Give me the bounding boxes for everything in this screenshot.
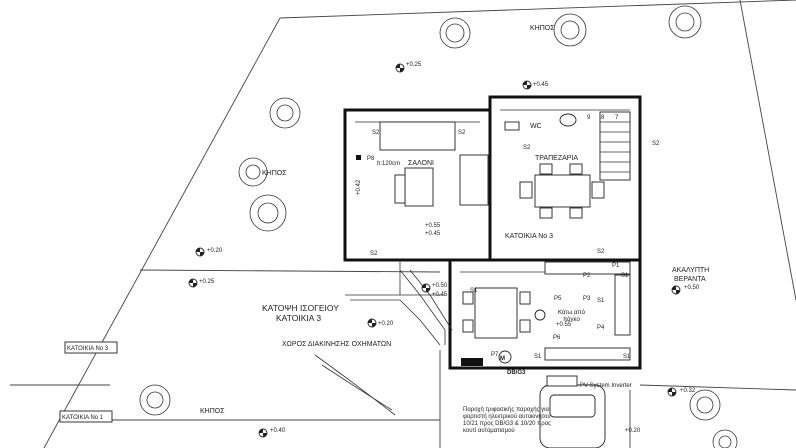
site-boundaries bbox=[10, 0, 796, 448]
tree-icon bbox=[139, 384, 171, 416]
symbol-p7: P7 bbox=[491, 352, 499, 358]
kitchen-counter bbox=[614, 274, 631, 336]
tree-icon bbox=[553, 13, 587, 47]
tree-icon bbox=[439, 17, 471, 49]
note-line: 10/21 προς DB/G3 & 10/20 προς bbox=[463, 421, 551, 427]
stair-number: 8 bbox=[601, 115, 605, 121]
symbol-p3: P3 bbox=[583, 296, 591, 302]
pv-inverter-label: PV System Inverter bbox=[580, 383, 632, 389]
ev-charger-note: Παροχή τριφασικής παροχής για φορτιστή η… bbox=[463, 406, 551, 434]
sofa bbox=[459, 154, 489, 206]
level-value: +0.32 bbox=[680, 388, 696, 394]
under-counter-label: Κάτω από bbox=[558, 309, 586, 316]
symbol-p1: P1 bbox=[612, 263, 620, 269]
db-g3-label: DB/G3 bbox=[507, 370, 526, 376]
symbol-s1: S1 bbox=[470, 288, 478, 294]
coffee-table bbox=[404, 167, 434, 207]
level-value: +0.45 bbox=[533, 82, 549, 88]
electrical-labels: S2 S2 S2 S2 P8 S2 S2 P1 P2 S1 P5 P3 S1 P… bbox=[367, 130, 660, 360]
sofa bbox=[379, 121, 456, 151]
note-line: κουτί αυτοματισμού bbox=[463, 428, 515, 434]
level-value: +0.25 bbox=[406, 62, 422, 68]
level-value: +0.55 bbox=[425, 223, 441, 229]
symbol-s1: S1 bbox=[623, 354, 631, 360]
wc-bowl bbox=[559, 113, 577, 127]
symbol-p2: P2 bbox=[583, 273, 591, 279]
kitchen-counter bbox=[544, 347, 631, 361]
height-label: h:120cm bbox=[377, 161, 400, 167]
wc-label: WC bbox=[530, 123, 542, 130]
symbol-p4: P4 bbox=[597, 325, 605, 331]
symbol-s1: S1 bbox=[534, 354, 542, 360]
garden-label: ΚΗΠΟΣ bbox=[200, 408, 225, 415]
symbol-p8: P8 bbox=[367, 156, 375, 162]
katoikia-no1-box-label: ΚΑΤΟΙΚΙΑ Νο 1 bbox=[62, 415, 104, 421]
furniture bbox=[379, 113, 631, 361]
level-value: +0.45 bbox=[425, 231, 441, 237]
symbol-s2: S2 bbox=[523, 145, 531, 151]
garden-label: ΚΗΠΟΣ bbox=[262, 170, 287, 177]
level-value: +0.45 bbox=[432, 292, 448, 298]
under-counter-label: πάγκο bbox=[563, 316, 580, 323]
electrical-fixtures bbox=[356, 155, 578, 387]
room-label-veranta: ΒΕΡΑΝΤΑ bbox=[674, 276, 706, 283]
level-value: +0.20 bbox=[207, 248, 223, 254]
stair-number: 7 bbox=[615, 115, 619, 121]
room-label-saloni: ΣΑΛΟΝΙ bbox=[408, 160, 434, 167]
symbol-s1: S1 bbox=[621, 273, 629, 279]
tree-icon bbox=[269, 97, 301, 129]
kitchen-counter bbox=[544, 261, 631, 275]
trees bbox=[139, 5, 738, 448]
level-value: +0.20 bbox=[625, 428, 641, 434]
level-value: +0.40 bbox=[270, 428, 286, 434]
tv-unit bbox=[394, 174, 406, 204]
tree-icon bbox=[238, 157, 268, 187]
symbol-s2: S2 bbox=[372, 130, 380, 136]
car bbox=[539, 384, 606, 448]
level-value: +0.50 bbox=[432, 283, 448, 289]
room-label-trapezaria: ΤΡΑΠΕΖΑΡΙΑ bbox=[535, 155, 578, 162]
plan-title: ΚΑΤΟΨΗ ΙΣΟΓΕΙΟΥ bbox=[262, 303, 339, 313]
stair-number: 9 bbox=[587, 115, 591, 121]
symbol-p5: P5 bbox=[554, 296, 562, 302]
stairs: 9 8 7 bbox=[587, 111, 631, 181]
symbol-s2: S2 bbox=[652, 141, 660, 147]
katoikia-no1-box: ΚΑΤΟΙΚΙΑ Νο 1 bbox=[59, 410, 113, 423]
level-value: +0.55 bbox=[556, 322, 572, 328]
katoikia-no3-box: ΚΑΤΟΙΚΙΑ Νο 3 bbox=[64, 341, 118, 354]
katoikia-no3-box-label: ΚΑΤΟΙΚΙΑ Νο 3 bbox=[67, 346, 109, 352]
symbol-s2: S2 bbox=[370, 251, 378, 257]
entrance-ramp bbox=[314, 269, 453, 416]
dining-table bbox=[534, 174, 591, 208]
note-line: φορτιστή ηλεκτρικού αυτοκινήτου bbox=[463, 413, 551, 420]
motor-symbol: M bbox=[500, 356, 505, 362]
symbol-s2: S2 bbox=[458, 130, 466, 136]
garden-label: ΚΗΠΟΣ bbox=[530, 25, 555, 32]
symbol-s2: S2 bbox=[597, 249, 605, 255]
symbol-p6: P6 bbox=[553, 335, 561, 341]
level-value: +0.42 bbox=[356, 179, 362, 195]
parking-label: ΧΩΡΟΣ ΔΙΑΚΙΝΗΣΗΣ ΟΧΗΜΑΤΩΝ bbox=[282, 341, 391, 348]
tree-icon bbox=[689, 389, 721, 421]
room-label-katoikia: ΚΑΤΟΙΚΙΑ Νο 3 bbox=[505, 233, 553, 240]
level-value: +0.20 bbox=[378, 321, 394, 327]
room-label-akalypti: ΑΚΑΛΥΠΤΗ bbox=[672, 267, 709, 274]
elevation-markers bbox=[188, 63, 681, 438]
plan-subtitle: ΚΑΤΟΙΚΙΑ 3 bbox=[276, 313, 321, 323]
level-value: +0.25 bbox=[199, 279, 215, 285]
tree-icon bbox=[249, 194, 287, 232]
tree-icon bbox=[668, 5, 702, 39]
tree-icon bbox=[712, 429, 738, 448]
level-value: +0.50 bbox=[684, 285, 700, 291]
kitchen-table bbox=[474, 287, 518, 339]
symbol-s1: S1 bbox=[597, 298, 605, 304]
note-line: Παροχή τριφασικής παροχής για bbox=[463, 406, 549, 413]
